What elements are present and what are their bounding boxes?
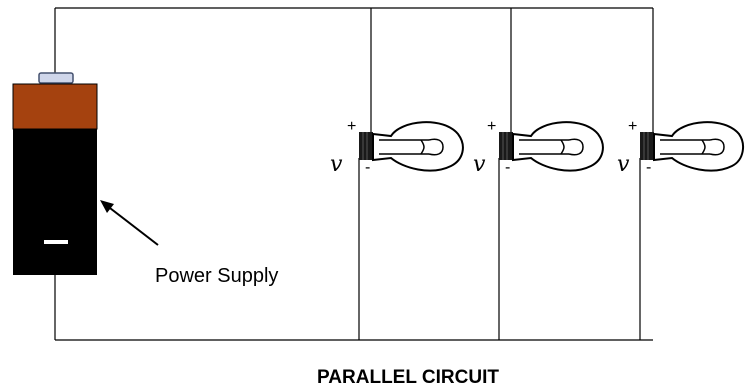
bulb-1-plus: + — [347, 118, 356, 135]
bulb-1-minus: - — [365, 159, 370, 176]
bulb-3-minus: - — [646, 159, 651, 176]
bulb-3 — [640, 121, 745, 172]
bulb-1 — [359, 121, 464, 172]
circuit-wires — [54, 7, 654, 341]
battery-terminal-cap — [38, 72, 74, 84]
bulb-2 — [499, 121, 604, 172]
battery-top-band — [12, 83, 98, 130]
bulb-3-voltage-label: v — [617, 152, 630, 177]
bulb-3-plus: + — [628, 118, 637, 135]
bulb-2-voltage-label: v — [473, 152, 486, 177]
bulb-2-minus: - — [505, 159, 510, 176]
diagram-title: PARALLEL CIRCUIT — [317, 367, 499, 388]
battery-minus-sign — [44, 240, 68, 244]
bulb-2-plus: + — [487, 118, 496, 135]
bulb-1-voltage-label: v — [330, 152, 343, 177]
battery: – — [12, 72, 98, 275]
battery-body — [13, 129, 97, 275]
power-supply-annotation: Power Supply — [100, 200, 278, 287]
power-supply-label: Power Supply — [155, 265, 278, 287]
